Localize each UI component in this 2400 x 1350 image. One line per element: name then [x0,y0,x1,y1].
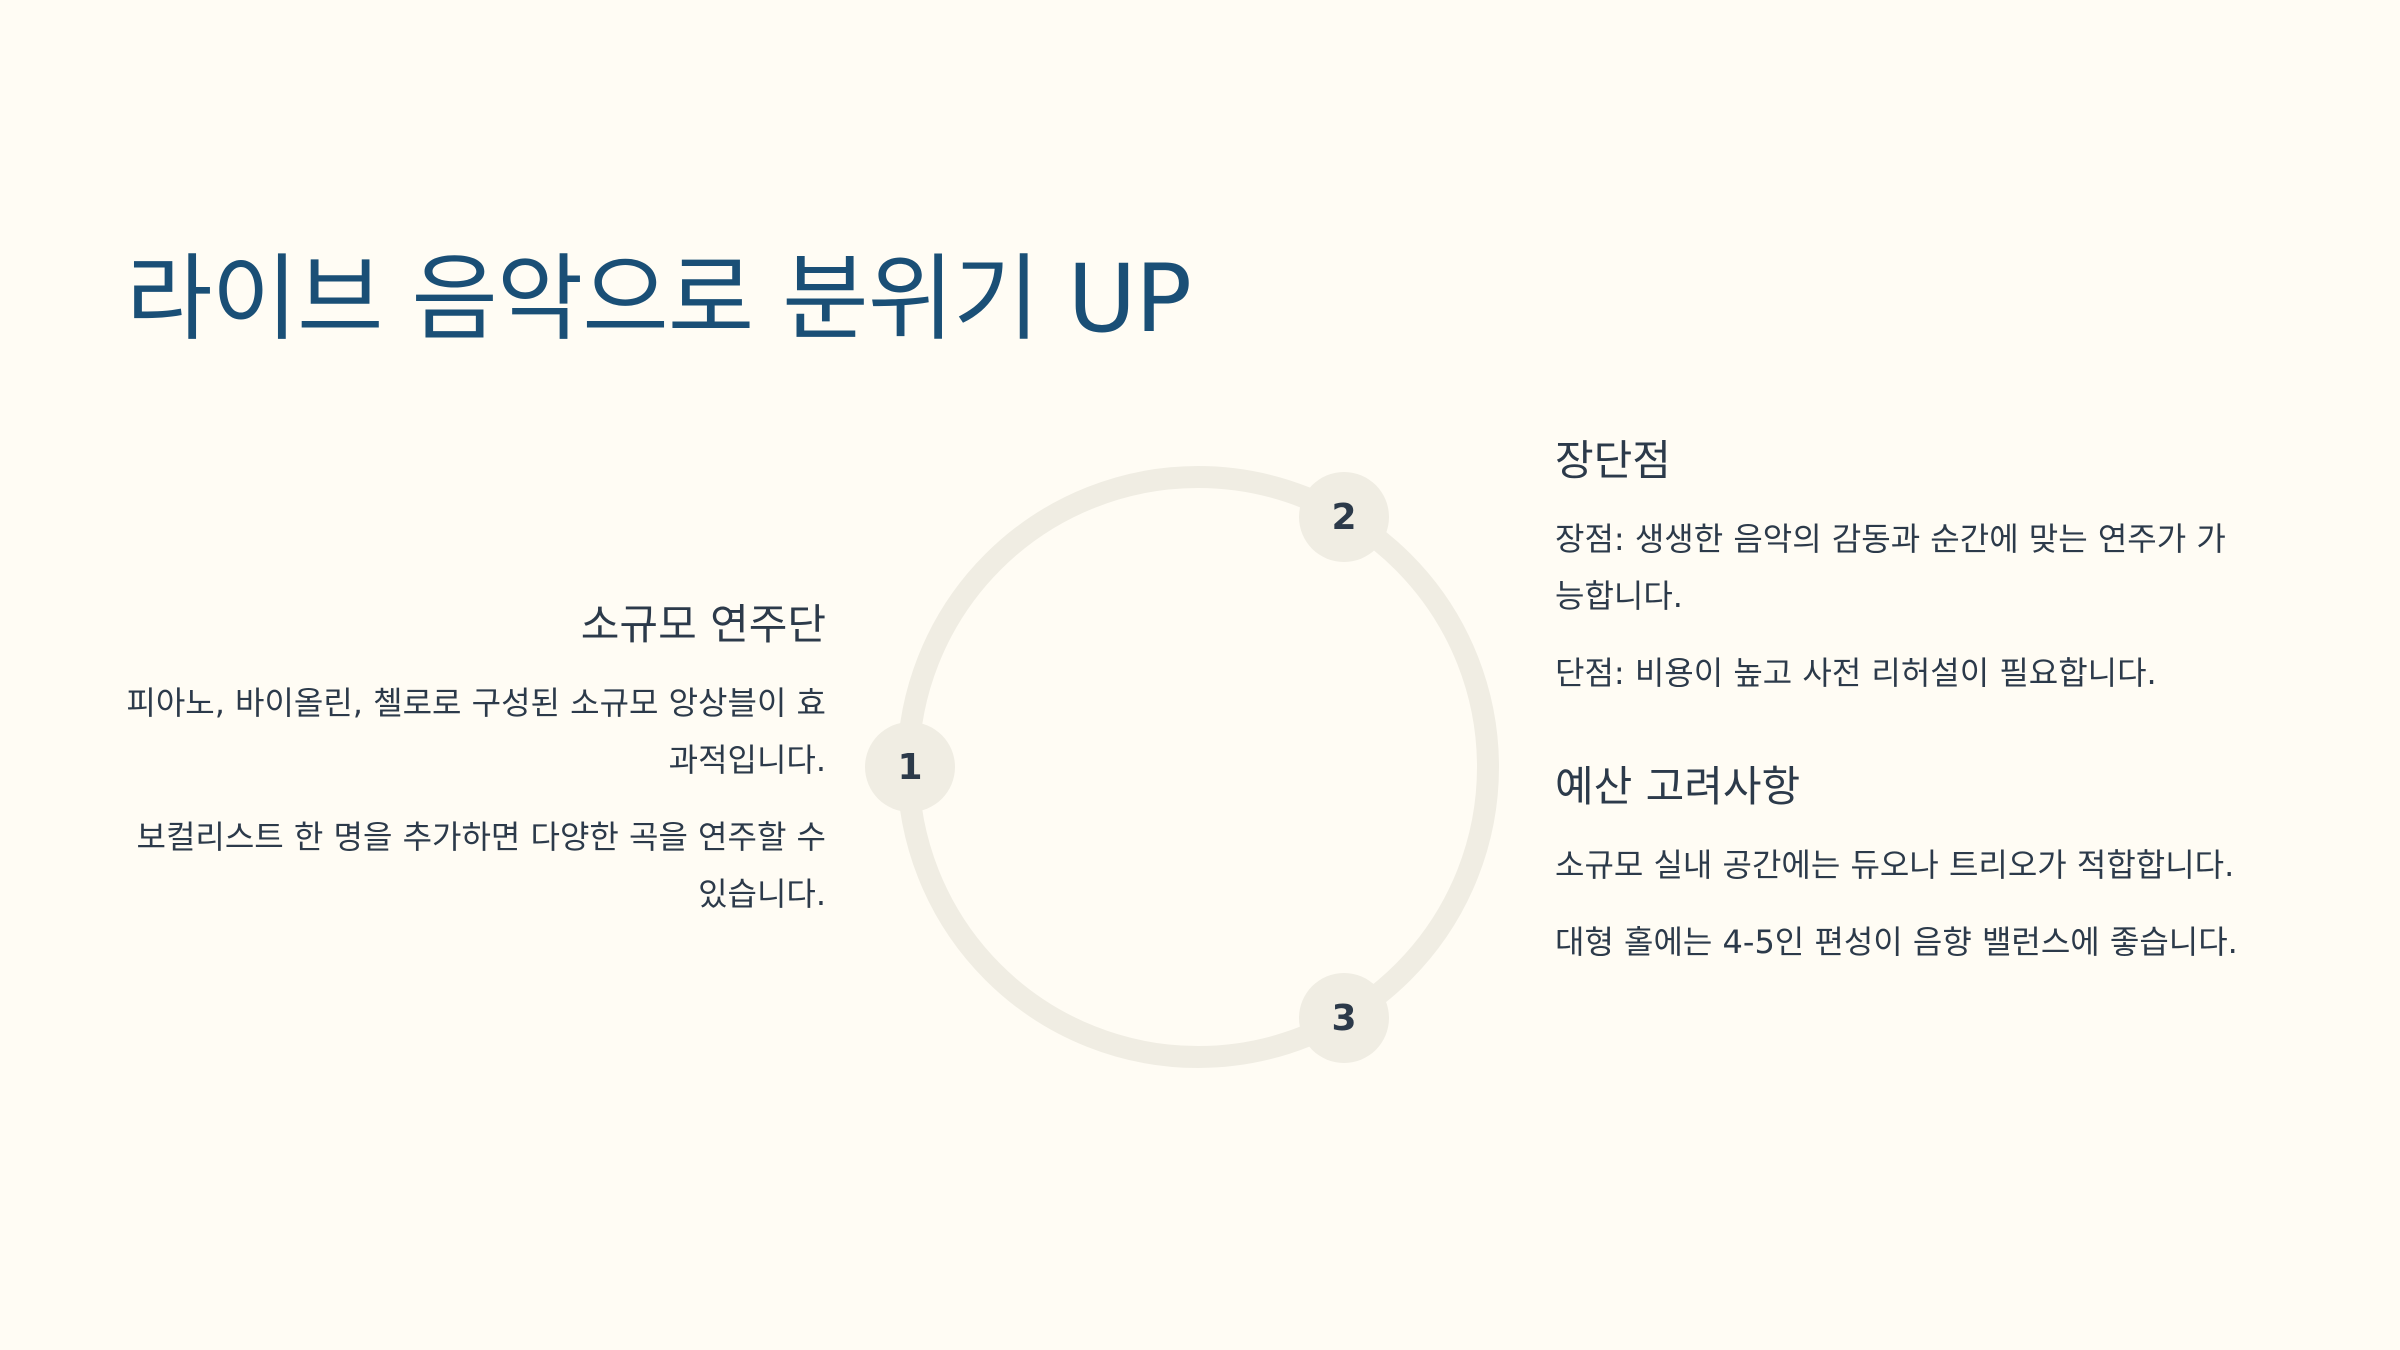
cycle-node-1: 1 [865,722,955,812]
section-heading: 장단점 [1555,436,1671,485]
section-paragraph: 장점: 생생한 음악의 감동과 순간에 맞는 연주가 가능합니다. [1555,519,2226,615]
slide-title: 라이브 음악으로 분위기 UP [126,245,1192,354]
section-paragraph: 보컬리스트 한 명을 추가하면 다양한 곡을 연주할 수 있습니다. [136,817,826,913]
cycle-node-3-label: 3 [1331,997,1357,1039]
section-paragraph: 소규모 실내 공간에는 듀오나 트리오가 적합합니다. [1555,845,2235,884]
section-paragraph: 피아노, 바이올린, 첼로로 구성된 소규모 앙상블이 효과적입니다. [126,683,826,779]
cycle-node-2-label: 2 [1331,496,1357,538]
section-pros-cons: 장단점 장점: 생생한 음악의 감동과 순간에 맞는 연주가 가능합니다. 단점… [1555,434,2255,722]
section-heading: 예산 고려사항 [1555,762,1801,811]
cycle-node-2: 2 [1299,472,1389,562]
section-paragraph: 대형 홀에는 4-5인 편성이 음향 밸런스에 좋습니다. [1555,922,2238,961]
section-heading: 소규모 연주단 [580,600,826,649]
cycle-node-3: 3 [1299,973,1389,1063]
cycle-node-1-label: 1 [897,746,923,788]
section-budget: 예산 고려사항 소규모 실내 공간에는 듀오나 트리오가 적합합니다. 대형 홀… [1555,760,2255,991]
section-paragraph: 단점: 비용이 높고 사전 리허설이 필요합니다. [1555,653,2157,692]
section-small-ensemble: 소규모 연주단 피아노, 바이올린, 첼로로 구성된 소규모 앙상블이 효과적입… [126,598,826,943]
